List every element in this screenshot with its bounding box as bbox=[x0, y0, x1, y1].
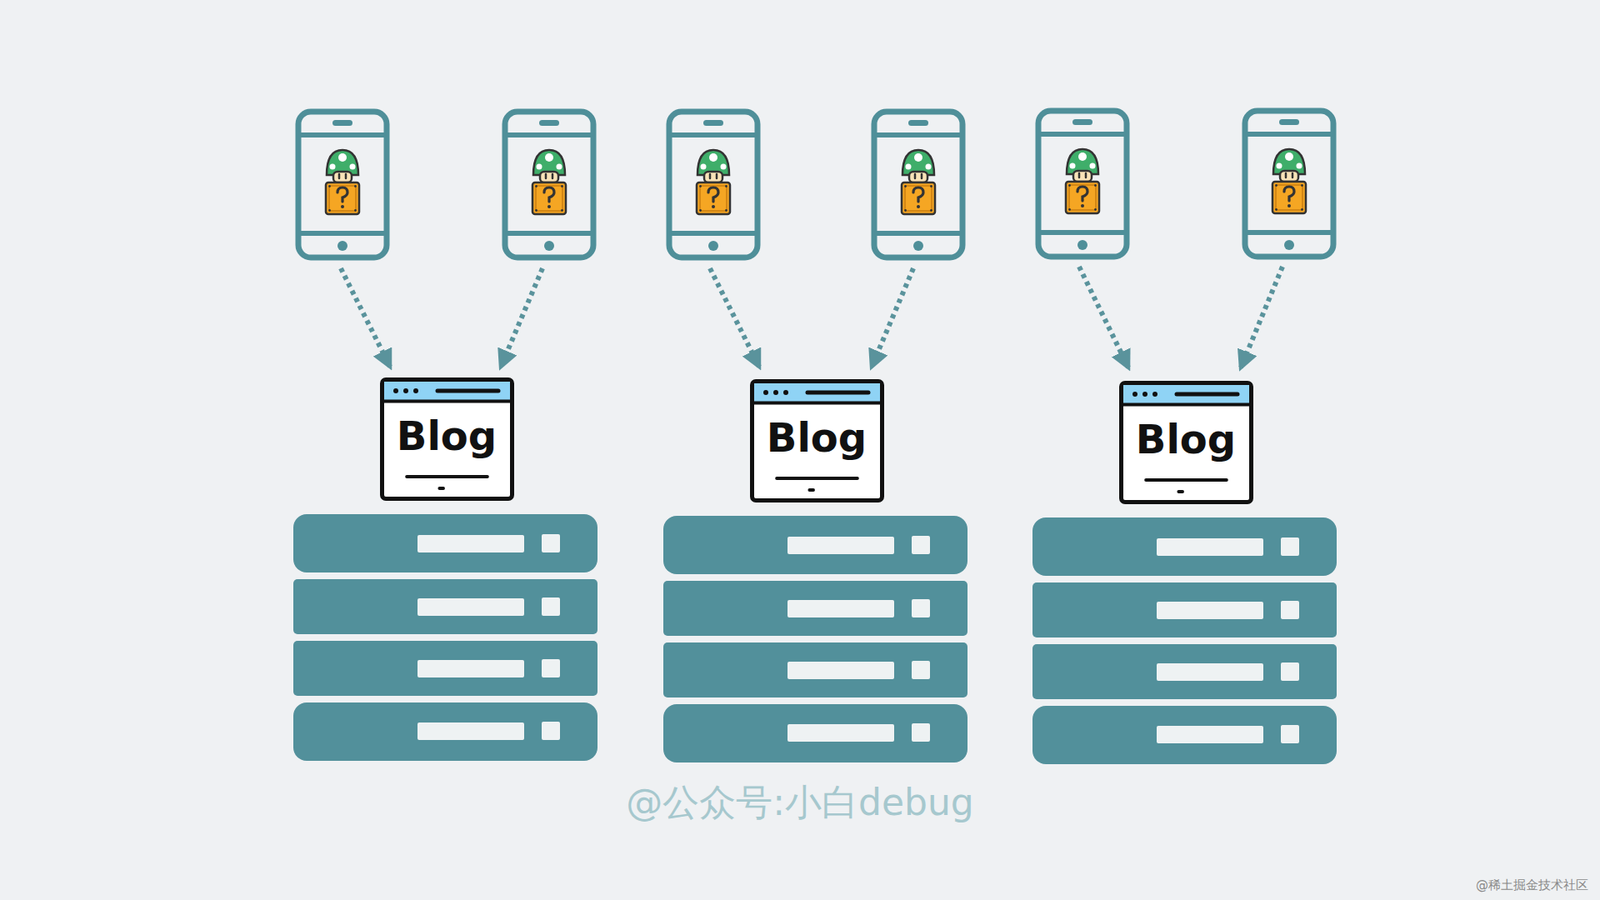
blog-label: Blog bbox=[1135, 417, 1236, 462]
phones bbox=[298, 110, 1334, 258]
blog-window: Blog bbox=[380, 377, 515, 501]
request-arrow bbox=[500, 268, 543, 367]
phone-icon bbox=[1245, 110, 1334, 257]
blog-window: Blog bbox=[1119, 380, 1254, 505]
request-arrow bbox=[1079, 266, 1129, 368]
server-rack bbox=[663, 515, 968, 763]
request-arrow bbox=[340, 268, 390, 367]
request-arrow bbox=[710, 268, 760, 367]
phone-icon bbox=[874, 111, 963, 258]
phone-icon bbox=[505, 111, 594, 258]
phone-icon bbox=[669, 111, 758, 258]
servers bbox=[293, 514, 1337, 765]
blog-label: Blog bbox=[766, 415, 867, 460]
watermark: @公众号:小白debug bbox=[625, 778, 975, 828]
server-rack bbox=[1032, 517, 1337, 765]
blog-window: Blog bbox=[750, 379, 885, 503]
phone-icon bbox=[1038, 110, 1127, 257]
blog-label: Blog bbox=[396, 414, 497, 459]
phone-icon bbox=[298, 111, 387, 258]
server-rack bbox=[293, 514, 598, 761]
request-arrow bbox=[871, 268, 914, 367]
request-arrows bbox=[340, 266, 1283, 368]
watermark: @稀土掘金技术社区 bbox=[1475, 877, 1589, 894]
request-arrow bbox=[1240, 266, 1283, 368]
